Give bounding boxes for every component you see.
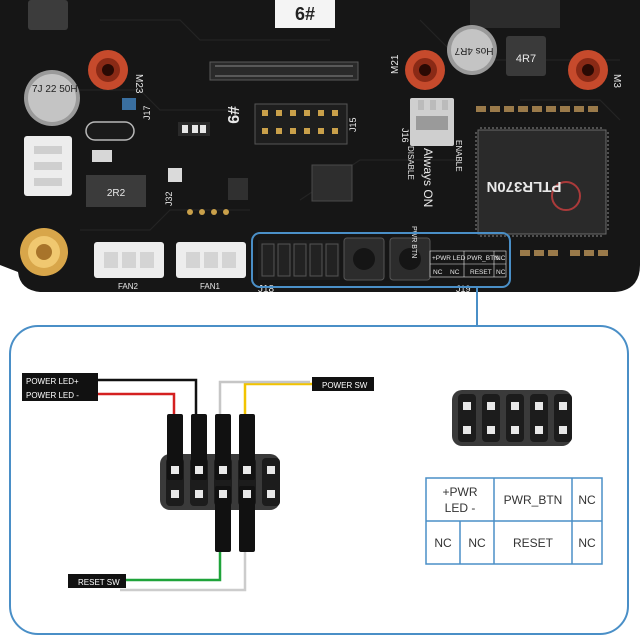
svg-text:POWER LED -: POWER LED - bbox=[26, 391, 79, 400]
main-chip bbox=[475, 127, 609, 237]
label-power-led-minus: POWER LED - bbox=[22, 387, 98, 401]
chip-top-label: 4R7 bbox=[516, 53, 536, 65]
brass-standoff bbox=[20, 228, 68, 276]
label-power-led-plus: POWER LED+ bbox=[22, 373, 98, 387]
table-cell-nc-1: NC bbox=[434, 536, 452, 550]
m3-label: M3 bbox=[611, 74, 622, 88]
label-power-sw: POWER SW bbox=[312, 377, 374, 391]
connector-header-bare bbox=[452, 390, 572, 446]
inductor-label: 2R2 bbox=[107, 188, 126, 199]
mounting-hole-m23 bbox=[88, 50, 128, 90]
disable-label: DISABLE bbox=[406, 146, 415, 180]
motherboard-photo: 6# 4R7 M23 M21 M3 bbox=[0, 0, 640, 300]
label-sticker bbox=[275, 0, 335, 28]
silk-nc-2: NC bbox=[450, 269, 460, 276]
table-cell-reset: RESET bbox=[513, 536, 554, 550]
table-cell-nc-2: NC bbox=[468, 536, 486, 550]
svg-text:RESET SW: RESET SW bbox=[78, 578, 120, 587]
m21-label: M21 bbox=[390, 54, 401, 74]
mounting-hole-m3 bbox=[568, 50, 608, 90]
switch-j16 bbox=[410, 98, 454, 146]
table-cell-pwr-btn: PWR_BTN bbox=[504, 493, 563, 507]
silk-pwr-led: +PWR LED - bbox=[432, 255, 469, 262]
power-button-onboard bbox=[343, 237, 385, 281]
inductor bbox=[28, 0, 68, 30]
silk-pwr-btn: PWR_BTN bbox=[467, 255, 499, 262]
connector-header-plugged bbox=[160, 414, 280, 552]
table-cell-nc-top: NC bbox=[578, 493, 596, 507]
j15-label: J15 bbox=[348, 117, 358, 132]
silk-nc-3: NC bbox=[496, 269, 506, 276]
header-highlight bbox=[251, 232, 511, 288]
j16-label: J16 bbox=[400, 128, 410, 143]
capacitor-left bbox=[24, 70, 80, 126]
capacitor-right-label: Hos 4R7 bbox=[454, 45, 493, 56]
chip-name: PTLR370N bbox=[486, 178, 561, 195]
silk-reset: RESET bbox=[470, 269, 492, 276]
label-reset-sw: RESET SW bbox=[68, 574, 126, 588]
j19-label: J19 bbox=[456, 284, 471, 294]
svg-text:POWER SW: POWER SW bbox=[322, 381, 368, 390]
svg-text:POWER LED+: POWER LED+ bbox=[26, 377, 79, 386]
capacitor-right bbox=[447, 25, 497, 75]
enable-label: ENABLE bbox=[454, 140, 463, 172]
silk-nc-1: NC bbox=[433, 269, 443, 276]
fan2-connector bbox=[94, 242, 164, 278]
fan1-connector bbox=[176, 242, 246, 278]
silk-nc-top: NC bbox=[496, 255, 506, 262]
always-on-label: Always ON bbox=[421, 148, 435, 207]
j32-label: J32 bbox=[164, 191, 174, 206]
table-cell-nc-3: NC bbox=[578, 536, 596, 550]
crystal bbox=[85, 121, 135, 141]
table-cell-pwr-led-line1: +PWR bbox=[442, 485, 477, 499]
fan1-label: FAN1 bbox=[200, 282, 221, 291]
capacitor-left-label: 7J 22 50H bbox=[32, 84, 78, 95]
pwr-btn-silk: PWR BTN bbox=[410, 226, 417, 258]
m23-label: M23 bbox=[133, 74, 144, 94]
num9-label: #9 bbox=[224, 106, 241, 124]
white-connector-side bbox=[24, 136, 72, 196]
j18-label: J18 bbox=[258, 284, 275, 295]
fan2-label: FAN2 bbox=[118, 282, 139, 291]
num6-label: 6# bbox=[295, 4, 315, 24]
table-cell-pwr-led-line2: LED - bbox=[445, 501, 476, 515]
front-panel-header-j18 bbox=[258, 240, 340, 280]
reset-button-onboard bbox=[389, 237, 431, 281]
mounting-hole-m21 bbox=[405, 50, 445, 90]
inductor bbox=[506, 36, 546, 76]
j17-label: J17 bbox=[142, 105, 152, 120]
silk-label-grid: +PWR LED - PWR_BTN NC NC NC RESET NC bbox=[429, 250, 507, 278]
pin-assignment-table: +PWR LED - PWR_BTN NC NC NC RESET NC bbox=[425, 477, 603, 565]
pin-header-j15 bbox=[254, 103, 348, 145]
